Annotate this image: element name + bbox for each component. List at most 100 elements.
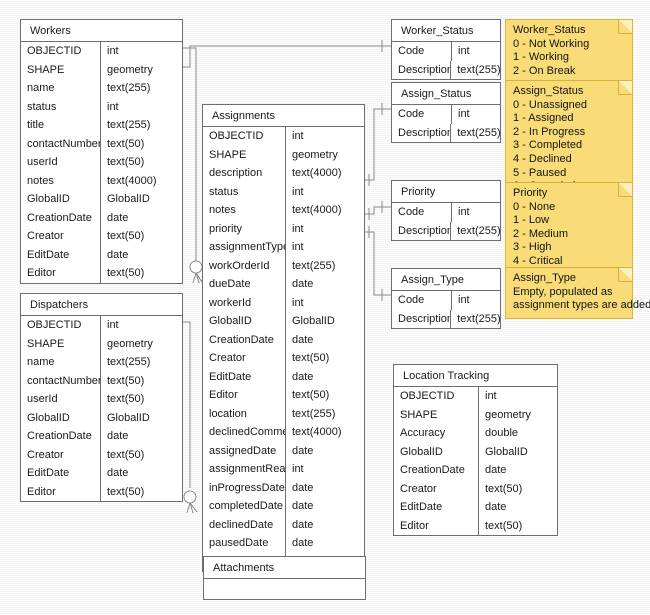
field-name: SHAPE <box>203 145 286 164</box>
field-name: description <box>203 164 286 183</box>
field-name: Description <box>392 309 452 328</box>
field-name <box>204 579 359 599</box>
note-line: 0 - Not Working <box>513 37 590 50</box>
entity-title-worker_status: Worker_Status <box>392 20 500 42</box>
field-type: date <box>107 248 129 261</box>
field-name: workOrderId <box>203 256 286 275</box>
field-name: workerId <box>203 293 286 312</box>
entity-title-attachments: Attachments <box>204 557 365 579</box>
field-type: double <box>485 427 519 439</box>
field-type: date <box>292 333 314 346</box>
entity-title-dispatchers: Dispatchers <box>21 294 182 316</box>
field-list <box>204 579 365 599</box>
field-name: inProgressDate <box>203 478 286 497</box>
field-type: text(50) <box>107 230 145 242</box>
field-name: EditDate <box>21 464 101 483</box>
field-type: text(50) <box>107 374 145 387</box>
field-name: notes <box>203 201 286 220</box>
field-name: name <box>21 79 101 98</box>
field-type: date <box>107 467 129 479</box>
field-type: text(255) <box>107 119 151 131</box>
field-name: Editor <box>394 516 479 535</box>
field-type: text(4000) <box>292 426 342 438</box>
field-name: EditDate <box>21 245 101 264</box>
note-line: 3 - Completed <box>513 139 583 152</box>
field-name: name <box>21 353 101 372</box>
field-name: userId <box>21 153 101 172</box>
field-name: OBJECTID <box>21 42 101 61</box>
field-type: date <box>107 211 129 224</box>
note-line: 0 - Unassigned <box>513 98 587 111</box>
field-name: Description <box>392 60 452 79</box>
field-name: Editor <box>203 386 286 405</box>
field-type: text(4000) <box>292 204 342 216</box>
note-line: 4 - Critical <box>513 254 563 267</box>
field-type: int <box>458 206 470 218</box>
field-name: dueDate <box>203 275 286 294</box>
entity-title-workers: Workers <box>21 20 182 42</box>
rel-workers-assignments <box>183 47 197 258</box>
note-line: Empty, populated as <box>513 285 613 298</box>
entity-attachments[interactable]: Attachments <box>203 556 366 600</box>
rel-assign-status <box>365 108 391 181</box>
field-row: EditDate date <box>21 464 182 483</box>
field-name: Editor <box>21 264 101 283</box>
note-line: 1 - Low <box>513 214 550 227</box>
field-type: text(4000) <box>107 174 157 187</box>
field-type: text(50) <box>107 485 145 498</box>
note-line: 2 - In Progress <box>513 125 586 138</box>
field-name: EditDate <box>203 367 286 386</box>
note-line: 0 - None <box>513 200 556 213</box>
field-row: Editor text(50) <box>394 516 557 535</box>
field-name: SHAPE <box>394 405 479 424</box>
field-type: int <box>458 108 470 120</box>
field-name: Creator <box>394 479 479 498</box>
field-name: Editor <box>21 482 101 501</box>
field-type: text(50) <box>485 519 523 532</box>
field-type: text(255) <box>457 312 500 325</box>
field-type: text(50) <box>107 393 145 405</box>
field-name: GlobalID <box>203 312 286 331</box>
rel-assign-type <box>365 231 391 296</box>
field-name: EditDate <box>394 498 479 517</box>
field-name: status <box>21 97 101 116</box>
field-type: date <box>292 500 314 512</box>
field-type: geometry <box>485 408 531 421</box>
field-type: text(255) <box>457 63 500 76</box>
note-line: assignment types are added <box>513 299 650 312</box>
field-type: geometry <box>292 148 338 161</box>
